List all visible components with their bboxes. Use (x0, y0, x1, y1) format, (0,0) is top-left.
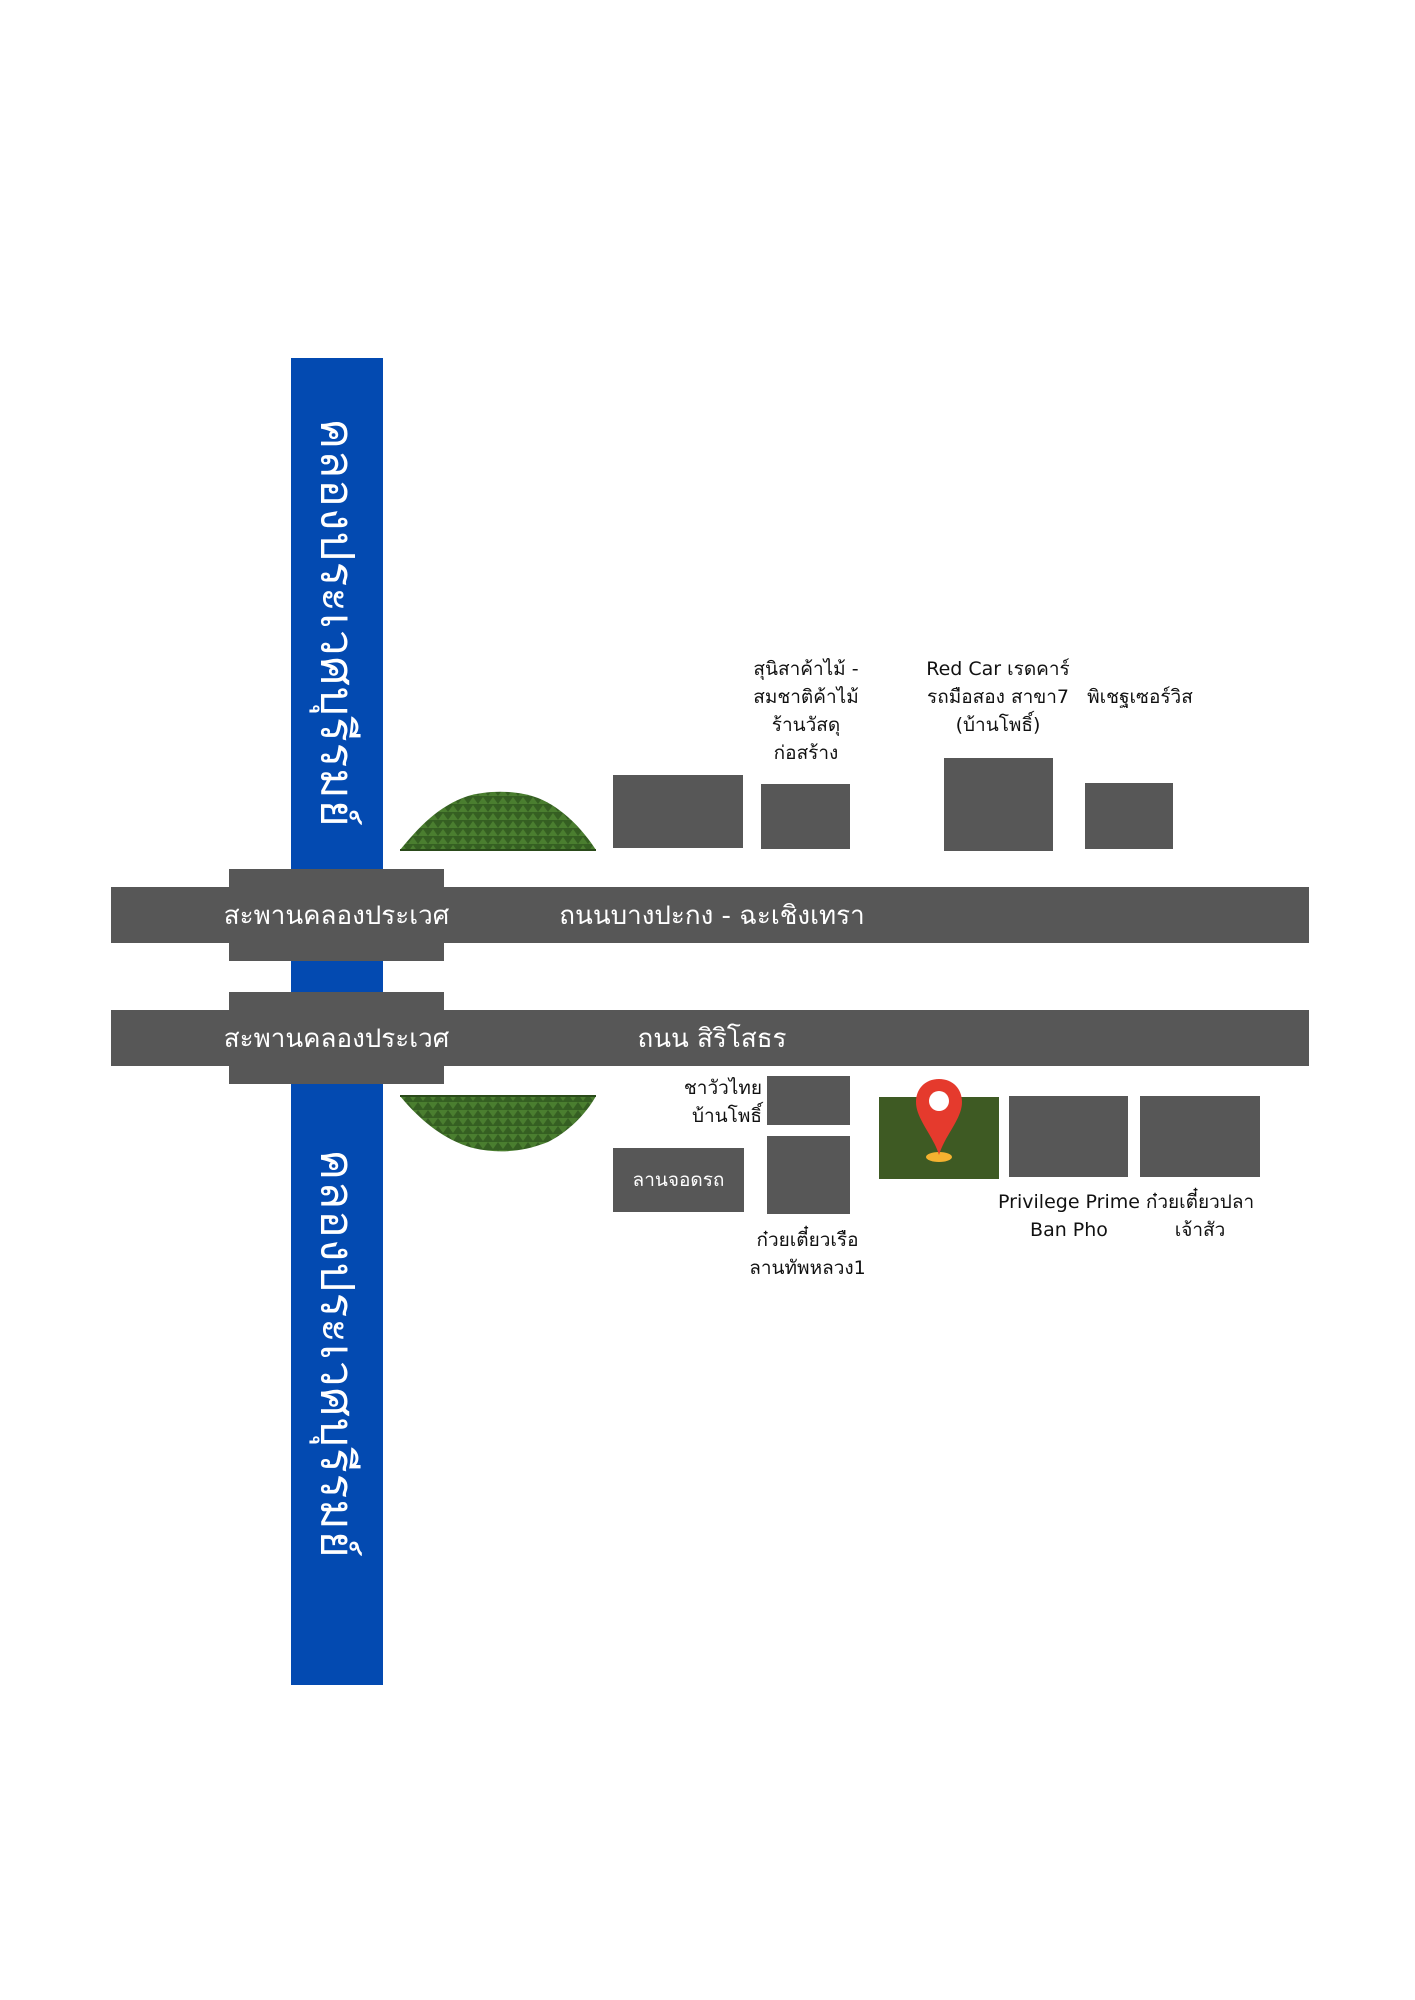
bridge-upper: สะพานคลองประเวศ (224, 869, 449, 961)
building-privilege (1009, 1096, 1128, 1177)
label-service: พิเชฐเซอร์วิส (1087, 686, 1193, 708)
building-parking: ลานจอดรถ (613, 1148, 744, 1212)
label-hardware-store: สุนิสาค้าไม้ - สมชาติค้าไม้ ร้านวัสดุ ก่… (753, 658, 859, 764)
bridge-label-upper: สะพานคลองประเวศ (223, 900, 450, 931)
parking-label: ลานจอดรถ (632, 1169, 725, 1191)
building-north-1 (613, 775, 743, 848)
road-label-lower: ถนน สิริโสธร (637, 1023, 787, 1054)
bridge-lower: สะพานคลองประเวศ (224, 992, 449, 1084)
road-label-upper: ถนนบางปะกง - ฉะเชิงเทรา (559, 900, 865, 931)
label-fish-noodle: ก๋วยเตี๋ยวปลา เจ้าสัว (1145, 1191, 1255, 1241)
canal-north: คลองประเวศบุรีรมย์ (291, 358, 383, 888)
building-boat-noodle (767, 1136, 850, 1214)
label-boat-noodle: ก๋วยเตี๋ยวเรือ ลานทัพหลวง1 (749, 1229, 866, 1279)
building-service (1085, 783, 1173, 849)
building-hardware-store (761, 784, 850, 849)
label-thai-tea: ชาวัวไทย บ้านโพธิ์ (683, 1077, 762, 1127)
tree-cluster-south (400, 1095, 596, 1152)
building-thai-tea (767, 1076, 850, 1125)
tree-cluster-north (400, 791, 596, 851)
canal-south: คลองประเวศบุรีรมย์ (291, 1060, 383, 1685)
building-fish-noodle (1140, 1096, 1260, 1177)
location-pin-icon[interactable] (913, 1077, 965, 1167)
canal-label-south: คลองประเวศบุรีรมย์ (310, 1149, 365, 1559)
canal-label-north: คลองประเวศบุรีรมย์ (310, 418, 365, 828)
bridge-label-lower: สะพานคลองประเวศ (223, 1023, 450, 1054)
label-privilege: Privilege Prime Ban Pho (998, 1191, 1140, 1241)
building-red-car (944, 758, 1053, 851)
label-red-car: Red Car เรดคาร์ รถมือสอง สาขา7 (บ้านโพธิ… (926, 658, 1070, 736)
